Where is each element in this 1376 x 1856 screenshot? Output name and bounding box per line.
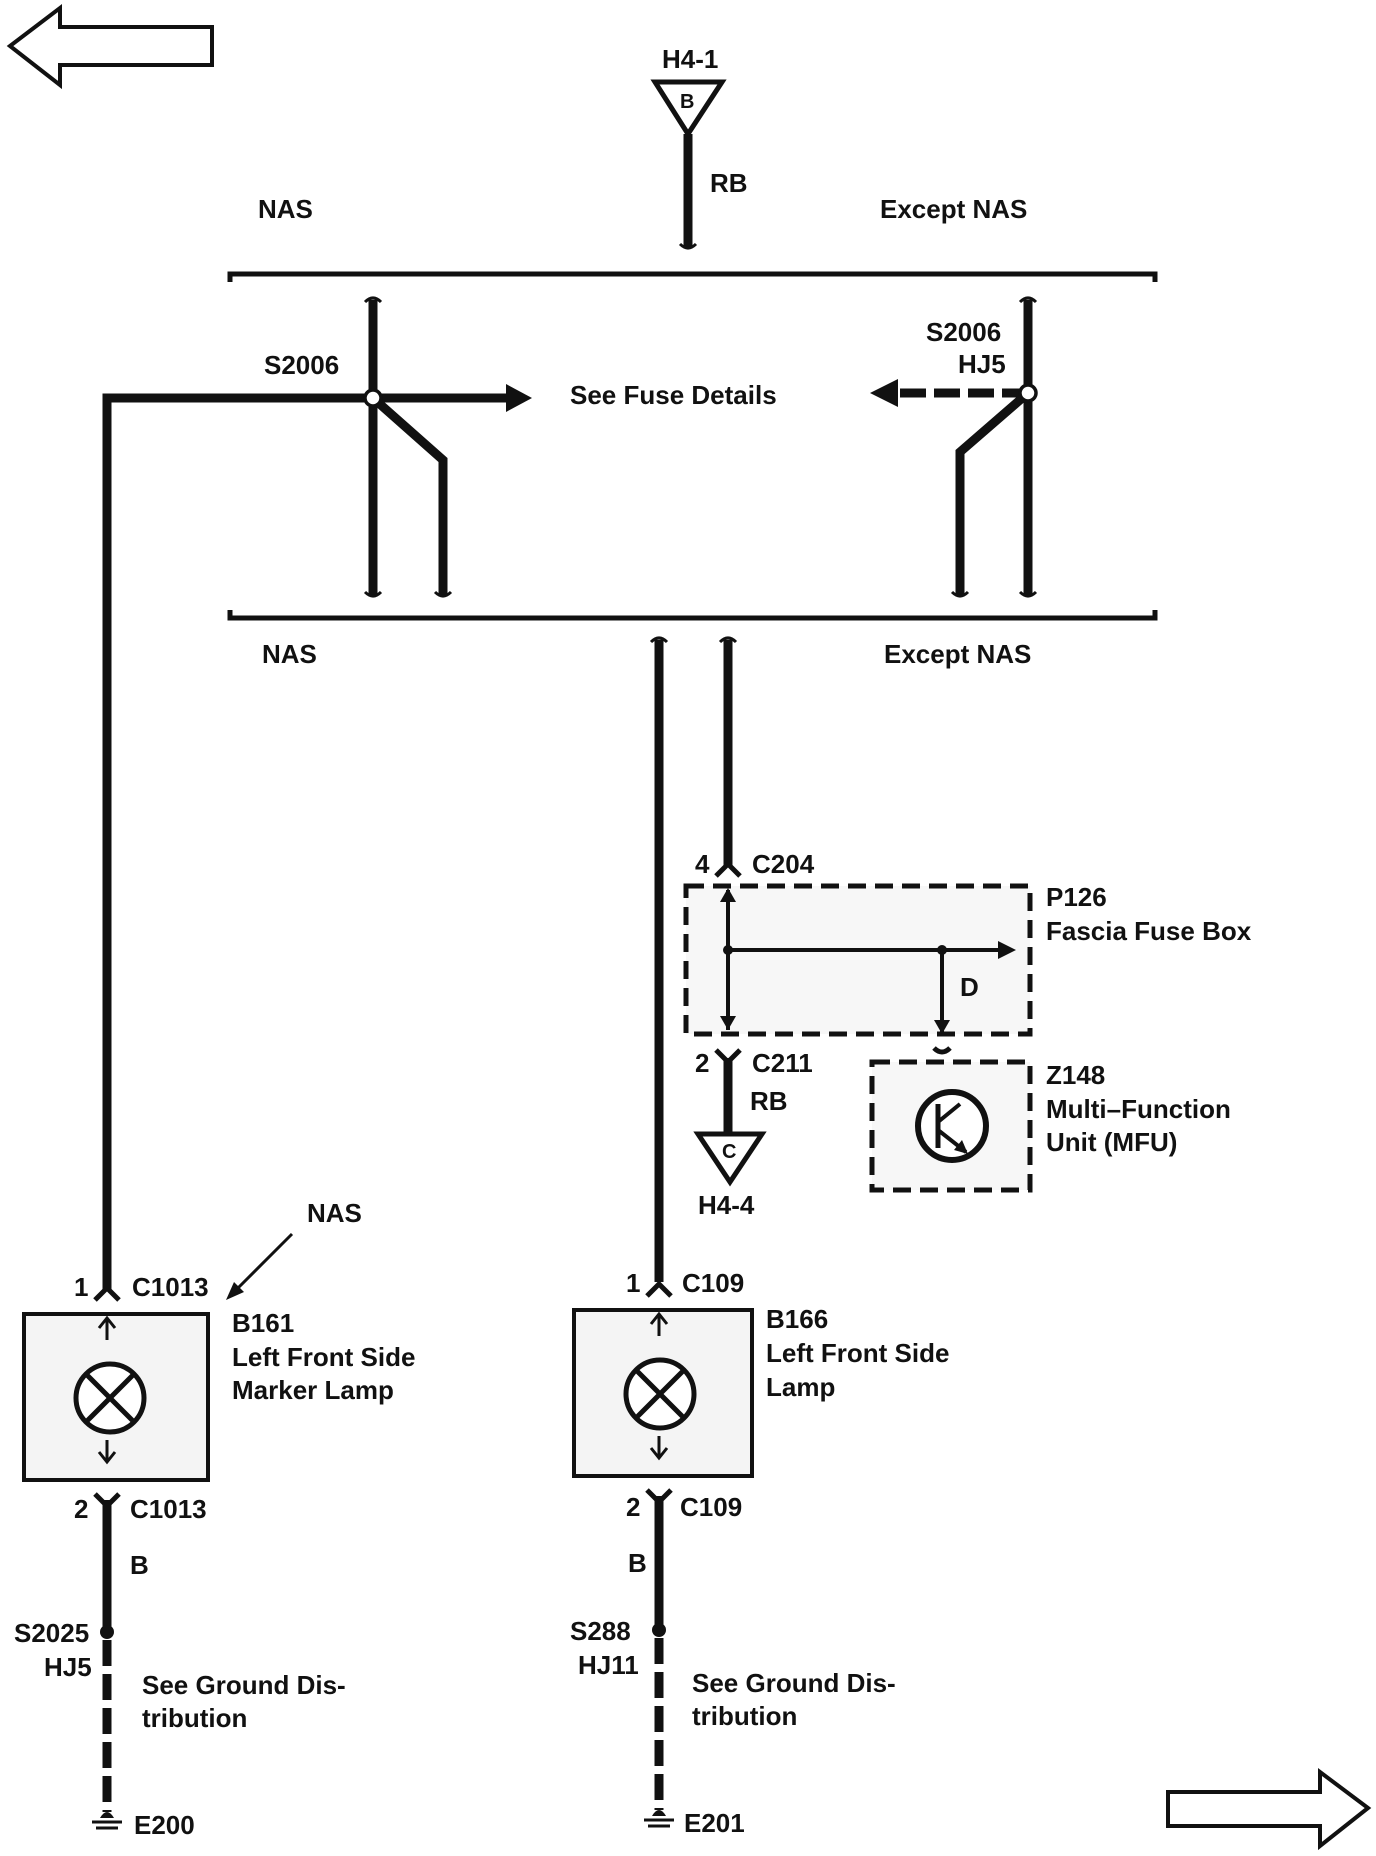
left-lamp-harness: HJ5 xyxy=(44,1652,92,1682)
fuse-box-internal-arrow-right xyxy=(998,941,1016,959)
right-lamp-harness: HJ11 xyxy=(578,1650,639,1680)
source-connector-symbol xyxy=(650,79,727,139)
transistor-icon xyxy=(915,1089,989,1163)
variant-label-top-right: Except NAS xyxy=(880,194,1027,224)
left-arrow-icon xyxy=(6,3,214,90)
right-lamp-ground: E201 xyxy=(684,1808,745,1838)
left-lamp-note-line2: tribution xyxy=(142,1703,247,1733)
right-lamp-ref: B166 xyxy=(766,1304,828,1334)
right-lamp-pin-out: 2 xyxy=(626,1492,640,1522)
variant-label-bottom-left: NAS xyxy=(262,639,317,669)
right-lamp-conn-in: C109 xyxy=(682,1268,744,1298)
mfu-ref: Z148 xyxy=(1046,1060,1105,1090)
left-lamp-ground: E200 xyxy=(134,1810,195,1840)
fuse-box-output-wire-color: RB xyxy=(750,1086,788,1116)
fuse-box-internal-label: D xyxy=(960,972,979,1002)
left-lamp-feed-wire xyxy=(102,393,373,1290)
right-lamp-note-line2: tribution xyxy=(692,1701,797,1731)
right-arrow-icon xyxy=(1166,1768,1372,1851)
right-lamp-terminal-bottom xyxy=(649,1436,669,1461)
right-splice-arrow-head xyxy=(870,379,898,407)
right-lamp-wire-color: B xyxy=(628,1548,647,1578)
fuse-box-in-connector: C204 xyxy=(752,849,815,879)
right-splice-node xyxy=(1018,383,1038,403)
fuse-box-output-connector-symbol xyxy=(693,1131,767,1187)
fuse-box-internal-arrow-up xyxy=(720,888,736,902)
left-splice-id: S2006 xyxy=(264,350,339,380)
source-id: H4-1 xyxy=(662,44,718,74)
right-splice-branch-wire xyxy=(955,389,1031,596)
left-lamp-pin-in: 1 xyxy=(74,1272,88,1302)
left-lamp-note-line1: See Ground Dis- xyxy=(142,1670,346,1700)
left-lamp-conn-in: C1013 xyxy=(132,1272,209,1302)
right-lamp-conn-out: C109 xyxy=(680,1492,742,1522)
right-lamp-terminal-top xyxy=(649,1311,669,1336)
left-lamp-splice-node xyxy=(100,1625,114,1639)
fuse-box-name: Fascia Fuse Box xyxy=(1046,916,1252,946)
left-lamp-variant-pointer-head xyxy=(226,1282,244,1300)
left-lamp-in-connector-symbol xyxy=(93,1284,121,1302)
variant-label-top-left: NAS xyxy=(258,194,313,224)
left-lamp-splice: S2025 xyxy=(14,1618,89,1648)
right-lamp-pin-in: 1 xyxy=(626,1268,640,1298)
right-lamp-name-line2: Lamp xyxy=(766,1372,835,1402)
bulb-icon xyxy=(623,1357,697,1431)
right-lamp-name-line1: Left Front Side xyxy=(766,1338,949,1368)
left-lamp-terminal-bottom xyxy=(97,1440,117,1465)
right-lamp-note-line1: See Ground Dis- xyxy=(692,1668,896,1698)
fuse-box-to-mfu-arrow xyxy=(934,1020,950,1034)
left-splice-node xyxy=(363,388,383,408)
fuse-box-internal-arrow-down xyxy=(720,1016,736,1030)
left-lamp-variant-pointer xyxy=(232,1232,294,1294)
ground-icon xyxy=(92,1812,122,1830)
left-lamp-variant-note: NAS xyxy=(307,1198,362,1228)
fuse-box-out-pin: 2 xyxy=(695,1048,709,1078)
left-lamp-wire-color: B xyxy=(130,1550,149,1580)
fuse-box-out-connector: C211 xyxy=(752,1048,813,1078)
left-lamp-pin-out: 2 xyxy=(74,1494,88,1524)
bulb-icon xyxy=(73,1361,147,1435)
fuse-box-internal-node-left xyxy=(723,945,733,955)
left-lamp-conn-out: C1013 xyxy=(130,1494,207,1524)
variant-label-bottom-right: Except NAS xyxy=(884,639,1031,669)
right-lamp-splice: S288 xyxy=(570,1616,631,1646)
source-wire-color: RB xyxy=(710,168,748,198)
mfu-name-line2: Unit (MFU) xyxy=(1046,1127,1177,1157)
mfu-connector-symbol xyxy=(932,1046,952,1055)
right-lamp-in-connector-symbol xyxy=(645,1280,673,1298)
right-splice-harness: HJ5 xyxy=(958,349,1006,379)
fuse-box-in-connector-symbol xyxy=(714,860,742,878)
left-lamp-name-line1: Left Front Side xyxy=(232,1342,415,1372)
fuse-box-outline xyxy=(683,883,1033,1037)
left-splice-branch-wire xyxy=(370,394,448,596)
left-lamp-name-line2: Marker Lamp xyxy=(232,1375,394,1405)
next-page-button[interactable] xyxy=(1166,1768,1372,1851)
fuse-details-note: See Fuse Details xyxy=(570,380,777,410)
ground-icon xyxy=(644,1810,674,1828)
left-lamp-terminal-top xyxy=(97,1315,117,1340)
fuse-box-in-pin: 4 xyxy=(695,849,710,879)
right-splice-id: S2006 xyxy=(926,317,1001,347)
source-pin: B xyxy=(680,91,694,113)
previous-page-button[interactable] xyxy=(6,3,214,90)
left-splice-arrow-head xyxy=(506,384,532,412)
fuse-box-output-id: H4-4 xyxy=(698,1190,755,1220)
variant-bracket-top xyxy=(227,271,1158,282)
wire-break-marks xyxy=(363,242,1038,644)
left-lamp-ref: B161 xyxy=(232,1308,294,1338)
mfu-name-line1: Multi–Function xyxy=(1046,1094,1231,1124)
variant-bracket-bottom xyxy=(227,610,1158,621)
fuse-box-output-pin: C xyxy=(722,1141,736,1163)
fuse-box-ref: P126 xyxy=(1046,882,1107,912)
right-lamp-splice-node xyxy=(652,1623,666,1637)
